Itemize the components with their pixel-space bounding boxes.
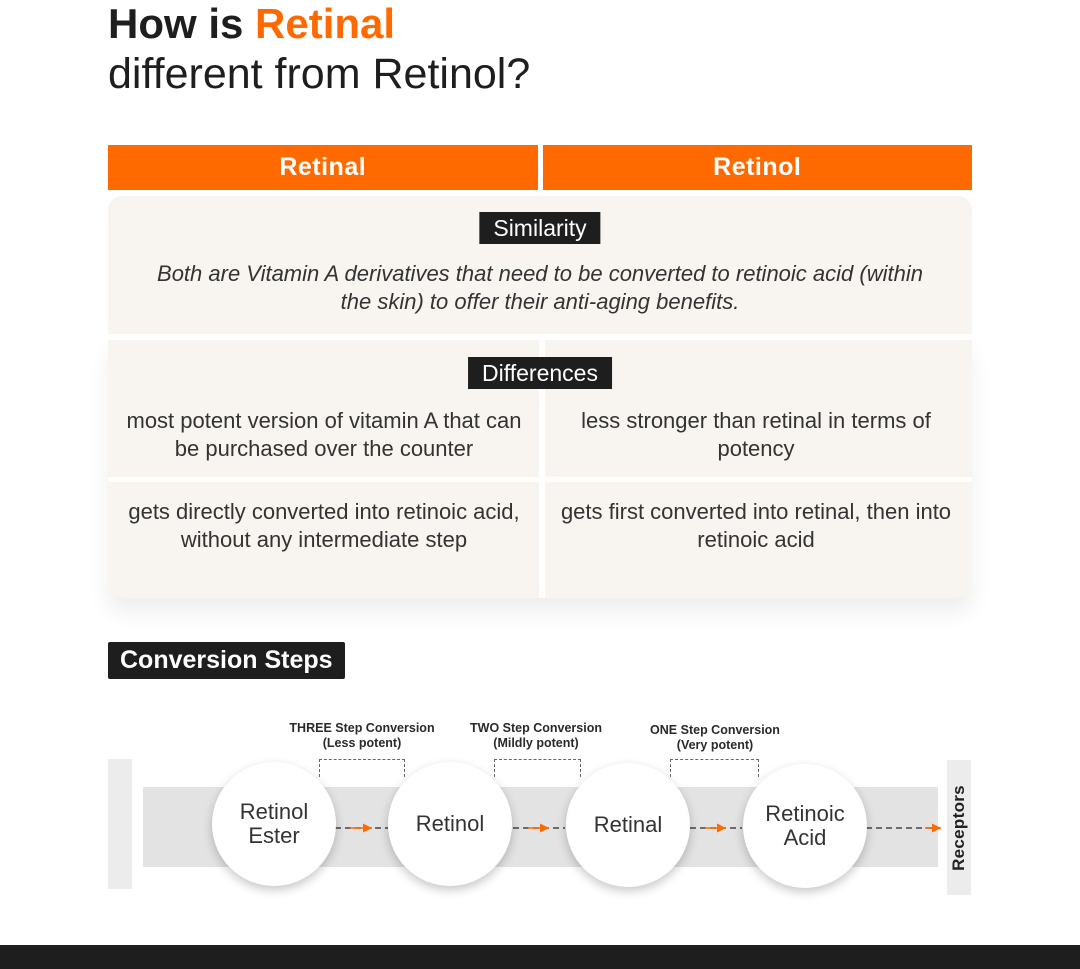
- row-divider: [108, 477, 972, 482]
- step-two-title: TWO Step Conversion: [470, 721, 602, 735]
- differences-panel: Differences most potent version of vitam…: [108, 340, 972, 598]
- step-label-one: ONE Step Conversion (Very potent): [650, 723, 780, 753]
- diff-row1-retinol: less stronger than retinal in terms of p…: [581, 408, 931, 461]
- bracket-three: [319, 759, 405, 777]
- track-start-bar: [108, 759, 132, 889]
- diff-row2-retinol: gets first converted into retinal, then …: [560, 499, 952, 552]
- title-part1: How is: [108, 0, 256, 47]
- step-three-title: THREE Step Conversion: [289, 721, 435, 735]
- similarity-text: Both are Vitamin A derivatives that need…: [157, 261, 923, 314]
- footer-bar: [0, 945, 1080, 969]
- step-label-three: THREE Step Conversion (Less potent): [289, 721, 434, 751]
- title-accent: Retinal: [255, 0, 396, 47]
- similarity-label: Similarity: [479, 212, 601, 244]
- header-retinal: Retinal: [108, 145, 538, 190]
- step-one-note: (Very potent): [676, 738, 754, 752]
- node-retinol-ester: Retinol Ester: [212, 762, 336, 886]
- differences-label: Differences: [468, 357, 612, 389]
- similarity-panel: Similarity Both are Vitamin A derivative…: [108, 196, 972, 334]
- conversion-steps-label: Conversion Steps: [108, 642, 345, 679]
- step-three-note: (Less potent): [322, 736, 402, 750]
- diff-row2-retinal: gets directly converted into retinoic ac…: [128, 499, 520, 552]
- receptors-bar: Receptors: [947, 760, 971, 895]
- diff-row1-retinal: most potent version of vitamin A that ca…: [126, 408, 522, 461]
- comparison-header: Retinal Retinol: [108, 145, 972, 190]
- header-retinol: Retinol: [537, 145, 972, 190]
- page-title: How is Retinal different from Retinol?: [108, 0, 530, 100]
- bracket-one: [670, 759, 759, 777]
- title-line2: different from Retinol?: [108, 50, 531, 98]
- node-retinal: Retinal: [566, 763, 690, 887]
- column-divider: [539, 340, 545, 598]
- step-label-two: TWO Step Conversion (Mildly potent): [470, 721, 602, 751]
- node-retinol: Retinol: [388, 762, 512, 886]
- node-retinoic-acid: Retinoic Acid: [743, 764, 867, 888]
- receptors-label: Receptors: [949, 784, 968, 871]
- bracket-two: [494, 759, 581, 777]
- step-one-title: ONE Step Conversion: [650, 723, 780, 737]
- step-two-note: (Mildly potent): [493, 736, 579, 750]
